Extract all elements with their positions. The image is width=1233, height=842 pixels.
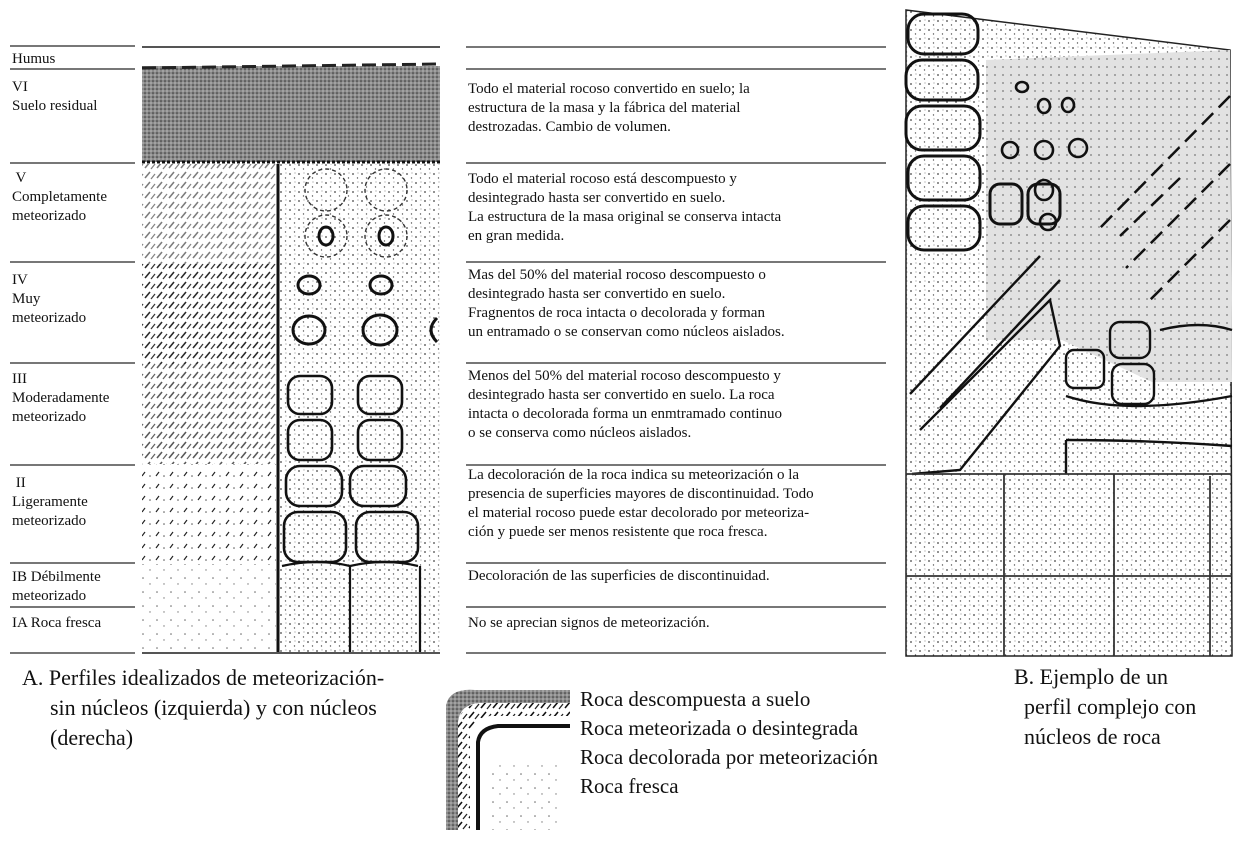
zone-name-ii: II Ligeramente meteorizado <box>12 474 88 531</box>
rule-left-6 <box>10 562 135 564</box>
legend-item-weathered: Roca meteorizada o desintegrada <box>580 716 858 741</box>
rule-left-5 <box>10 464 135 466</box>
zone-desc-ii: La decoloración de la roca indica su met… <box>468 466 814 542</box>
rule-right-4 <box>466 362 886 364</box>
legend-item-fresh: Roca fresca <box>580 774 679 799</box>
zone-desc-ib: Decoloración de las superficies de disco… <box>468 567 770 586</box>
legend-item-discoloured: Roca decolorada por meteorización <box>580 745 878 770</box>
rule-right-0 <box>466 46 886 48</box>
rule-mid-8 <box>142 652 440 654</box>
zone-name-humus: Humus <box>12 50 55 69</box>
rule-right-1 <box>466 68 886 70</box>
caption-b-line2: perfil complejo con <box>1024 694 1196 720</box>
caption-b-line1: B. Ejemplo de un <box>1014 664 1168 690</box>
rule-left-7 <box>10 606 135 608</box>
caption-b-line3: núcleos de roca <box>1024 724 1161 750</box>
zone-desc-vi: Todo el material rocoso convertido en su… <box>468 80 750 137</box>
rule-left-4 <box>10 362 135 364</box>
rule-right-8 <box>466 652 886 654</box>
zone-desc-iv: Mas del 50% del material rocoso descompu… <box>468 266 785 342</box>
rule-left-3 <box>10 261 135 263</box>
caption-a-line1: A. Perfiles idealizados de meteorización… <box>22 665 384 691</box>
zone-name-ia: IA Roca fresca <box>12 614 101 633</box>
legend-swatch <box>446 690 570 830</box>
rule-mid-0 <box>142 46 440 48</box>
zone-name-iv: IV Muy meteorizado <box>12 271 86 328</box>
rule-right-2 <box>466 162 886 164</box>
zone-name-ib: IB Débilmente meteorizado <box>12 568 101 606</box>
zone-name-v: V Completamente meteorizado <box>12 169 107 226</box>
zone-name-iii: III Moderadamente meteorizado <box>12 370 109 427</box>
rule-right-3 <box>466 261 886 263</box>
caption-a-line2: sin núcleos (izquierda) y con núcleos <box>50 695 377 721</box>
rule-left-2 <box>10 162 135 164</box>
zone-desc-ia: No se aprecian signos de meteorización. <box>468 614 710 633</box>
rule-left-0 <box>10 45 135 47</box>
rule-left-8 <box>10 652 135 654</box>
legend-item-soil: Roca descompuesta a suelo <box>580 687 810 712</box>
rule-right-7 <box>466 606 886 608</box>
caption-a-line3: (derecha) <box>50 725 133 751</box>
profile-b-illustration <box>906 10 1232 656</box>
zone-desc-v: Todo el material rocoso está descompuest… <box>468 170 781 246</box>
rule-right-6 <box>466 562 886 564</box>
profile-a-with-cores <box>280 164 440 654</box>
zone-desc-iii: Menos del 50% del material rocoso descom… <box>468 367 782 443</box>
zone-name-vi: VI Suelo residual <box>12 78 97 116</box>
